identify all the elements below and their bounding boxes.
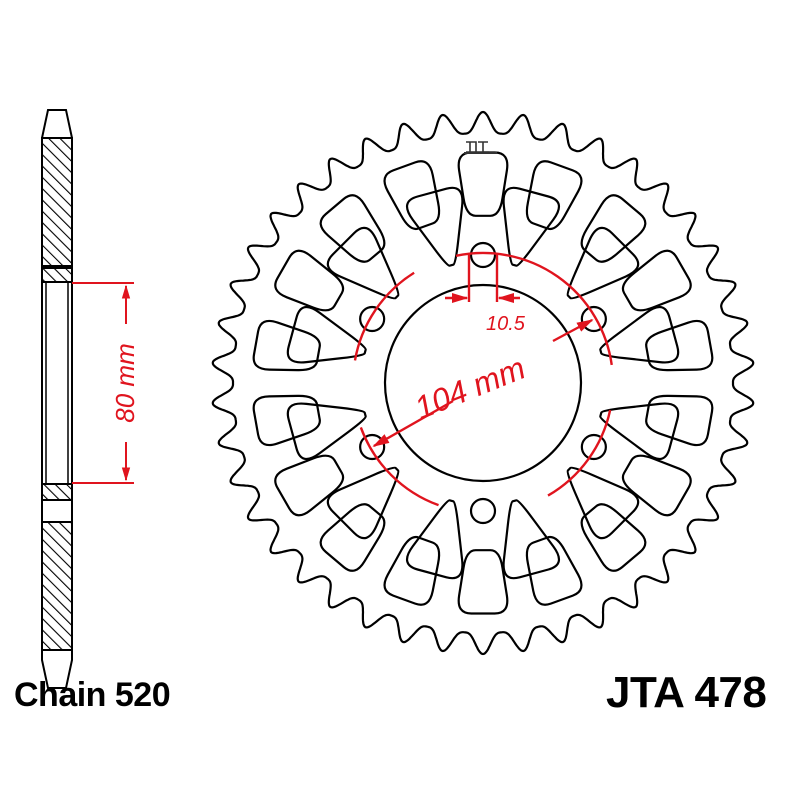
dimension-arrow [372, 399, 454, 448]
outer-window [383, 160, 441, 231]
hub-width-label: 80 mm [110, 343, 140, 422]
outer-window [319, 503, 386, 572]
outer-window [580, 194, 647, 263]
outer-window [645, 394, 714, 447]
outer-window [252, 394, 321, 447]
outer-window [525, 160, 583, 231]
bolt-hole [359, 433, 386, 461]
sprocket-face [211, 110, 755, 656]
inner-window [566, 466, 640, 540]
hub-width-dimension [72, 282, 134, 484]
part-number-label: JTA 478 [606, 668, 767, 717]
outer-window [457, 549, 509, 615]
inner-window [566, 226, 640, 300]
inner-window [406, 499, 464, 580]
bolt-circle-dimension [353, 251, 613, 507]
outer-window [252, 319, 321, 372]
hatch-bottom [41, 521, 73, 651]
outer-window [621, 249, 692, 312]
outer-window [457, 151, 509, 217]
inner-window [286, 402, 367, 460]
inner-window [599, 402, 680, 460]
inner-window [599, 306, 680, 364]
bolt-hole [580, 305, 607, 333]
outer-window [274, 249, 345, 312]
outer-window [525, 535, 583, 606]
center-bore [383, 283, 583, 483]
bolt-hole [359, 305, 386, 333]
dimension-arrow [552, 318, 594, 343]
bolt-hole-label: 10.5 [486, 313, 526, 335]
outer-window [621, 454, 692, 517]
side-profile [41, 109, 73, 689]
inner-window [286, 306, 367, 364]
inner-window [326, 226, 400, 300]
bolt-circle-arc [359, 427, 439, 507]
bolt-circle-arc [455, 251, 613, 366]
bolt-hole [469, 497, 497, 525]
jt-logo [464, 141, 497, 154]
outer-window [274, 454, 345, 517]
outer-window [645, 319, 714, 372]
bolt-hole [580, 433, 607, 461]
bolt-circle-arc [353, 271, 415, 361]
hatch-top [41, 137, 73, 267]
inner-window [502, 499, 560, 580]
bolt-circle-label: 104 mm [410, 349, 531, 426]
hatch-lower-hole [41, 483, 73, 501]
hatch-upper-hole [41, 267, 73, 283]
outer-window [383, 535, 441, 606]
inner-window [406, 186, 464, 267]
sprocket-teeth-outline [211, 110, 755, 656]
bolt-hole [469, 241, 497, 269]
inner-window [326, 466, 400, 540]
bolt-circle-arc [547, 409, 612, 497]
chain-size-label: Chain 520 [14, 676, 171, 714]
inner-window [502, 186, 560, 267]
outer-window [580, 503, 647, 572]
outer-window [319, 194, 386, 263]
